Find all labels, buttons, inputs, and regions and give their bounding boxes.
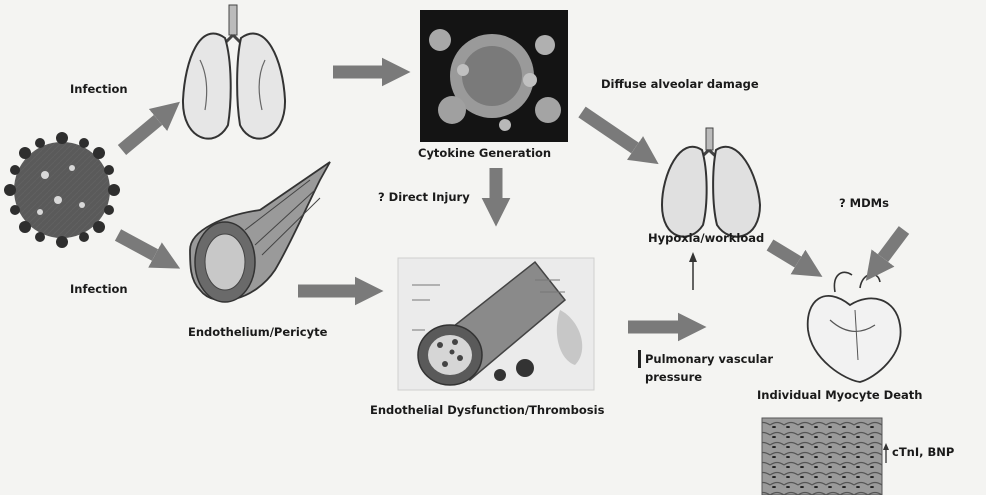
myocyte-death-label: Individual Myocyte Death bbox=[757, 388, 922, 402]
diffuse-alveolar-damage-label: Diffuse alveolar damage bbox=[601, 77, 759, 91]
lungs-icon bbox=[662, 128, 760, 237]
arrow-hypoxia-to-heart bbox=[770, 245, 798, 262]
cytokine-generation-label: Cytokine Generation bbox=[418, 146, 551, 160]
arrow-mdms-to-heart bbox=[883, 230, 904, 258]
pulmonary-pressure-label-line1: Pulmonary vascular bbox=[645, 352, 773, 366]
mdms-label: ? MDMs bbox=[839, 196, 889, 210]
arrow-virus-to-lungs bbox=[122, 120, 158, 150]
blood-vessel-icon bbox=[190, 162, 330, 302]
arrow-cytokine-to-hypoxia bbox=[582, 112, 635, 148]
myocardial-tissue-image bbox=[762, 418, 882, 495]
pulmonary-pressure-label-line2: pressure bbox=[645, 370, 702, 384]
thin-arrow-pressure-to-hypoxia bbox=[689, 252, 697, 290]
lungs-icon bbox=[183, 5, 285, 139]
direct-injury-label: ? Direct Injury bbox=[378, 190, 470, 204]
heart-icon bbox=[808, 272, 901, 382]
vessel-cross-section-image bbox=[398, 258, 594, 390]
cytokine-cell-image bbox=[420, 10, 568, 142]
up-arrow-ctni-icon bbox=[883, 443, 889, 463]
increase-bar-icon bbox=[638, 350, 641, 368]
infection-label-top: Infection bbox=[70, 82, 128, 96]
infection-label-bottom: Infection bbox=[70, 282, 128, 296]
hypoxia-workload-label: Hypoxia/workload bbox=[648, 231, 764, 245]
arrow-virus-to-vessel bbox=[118, 235, 155, 255]
coronavirus-particle-icon bbox=[4, 132, 120, 248]
ctni-bnp-label: cTnI, BNP bbox=[892, 445, 954, 459]
endothelium-pericyte-label: Endothelium/Pericyte bbox=[188, 325, 327, 339]
endothelial-dysfunction-label: Endothelial Dysfunction/Thrombosis bbox=[370, 403, 604, 417]
